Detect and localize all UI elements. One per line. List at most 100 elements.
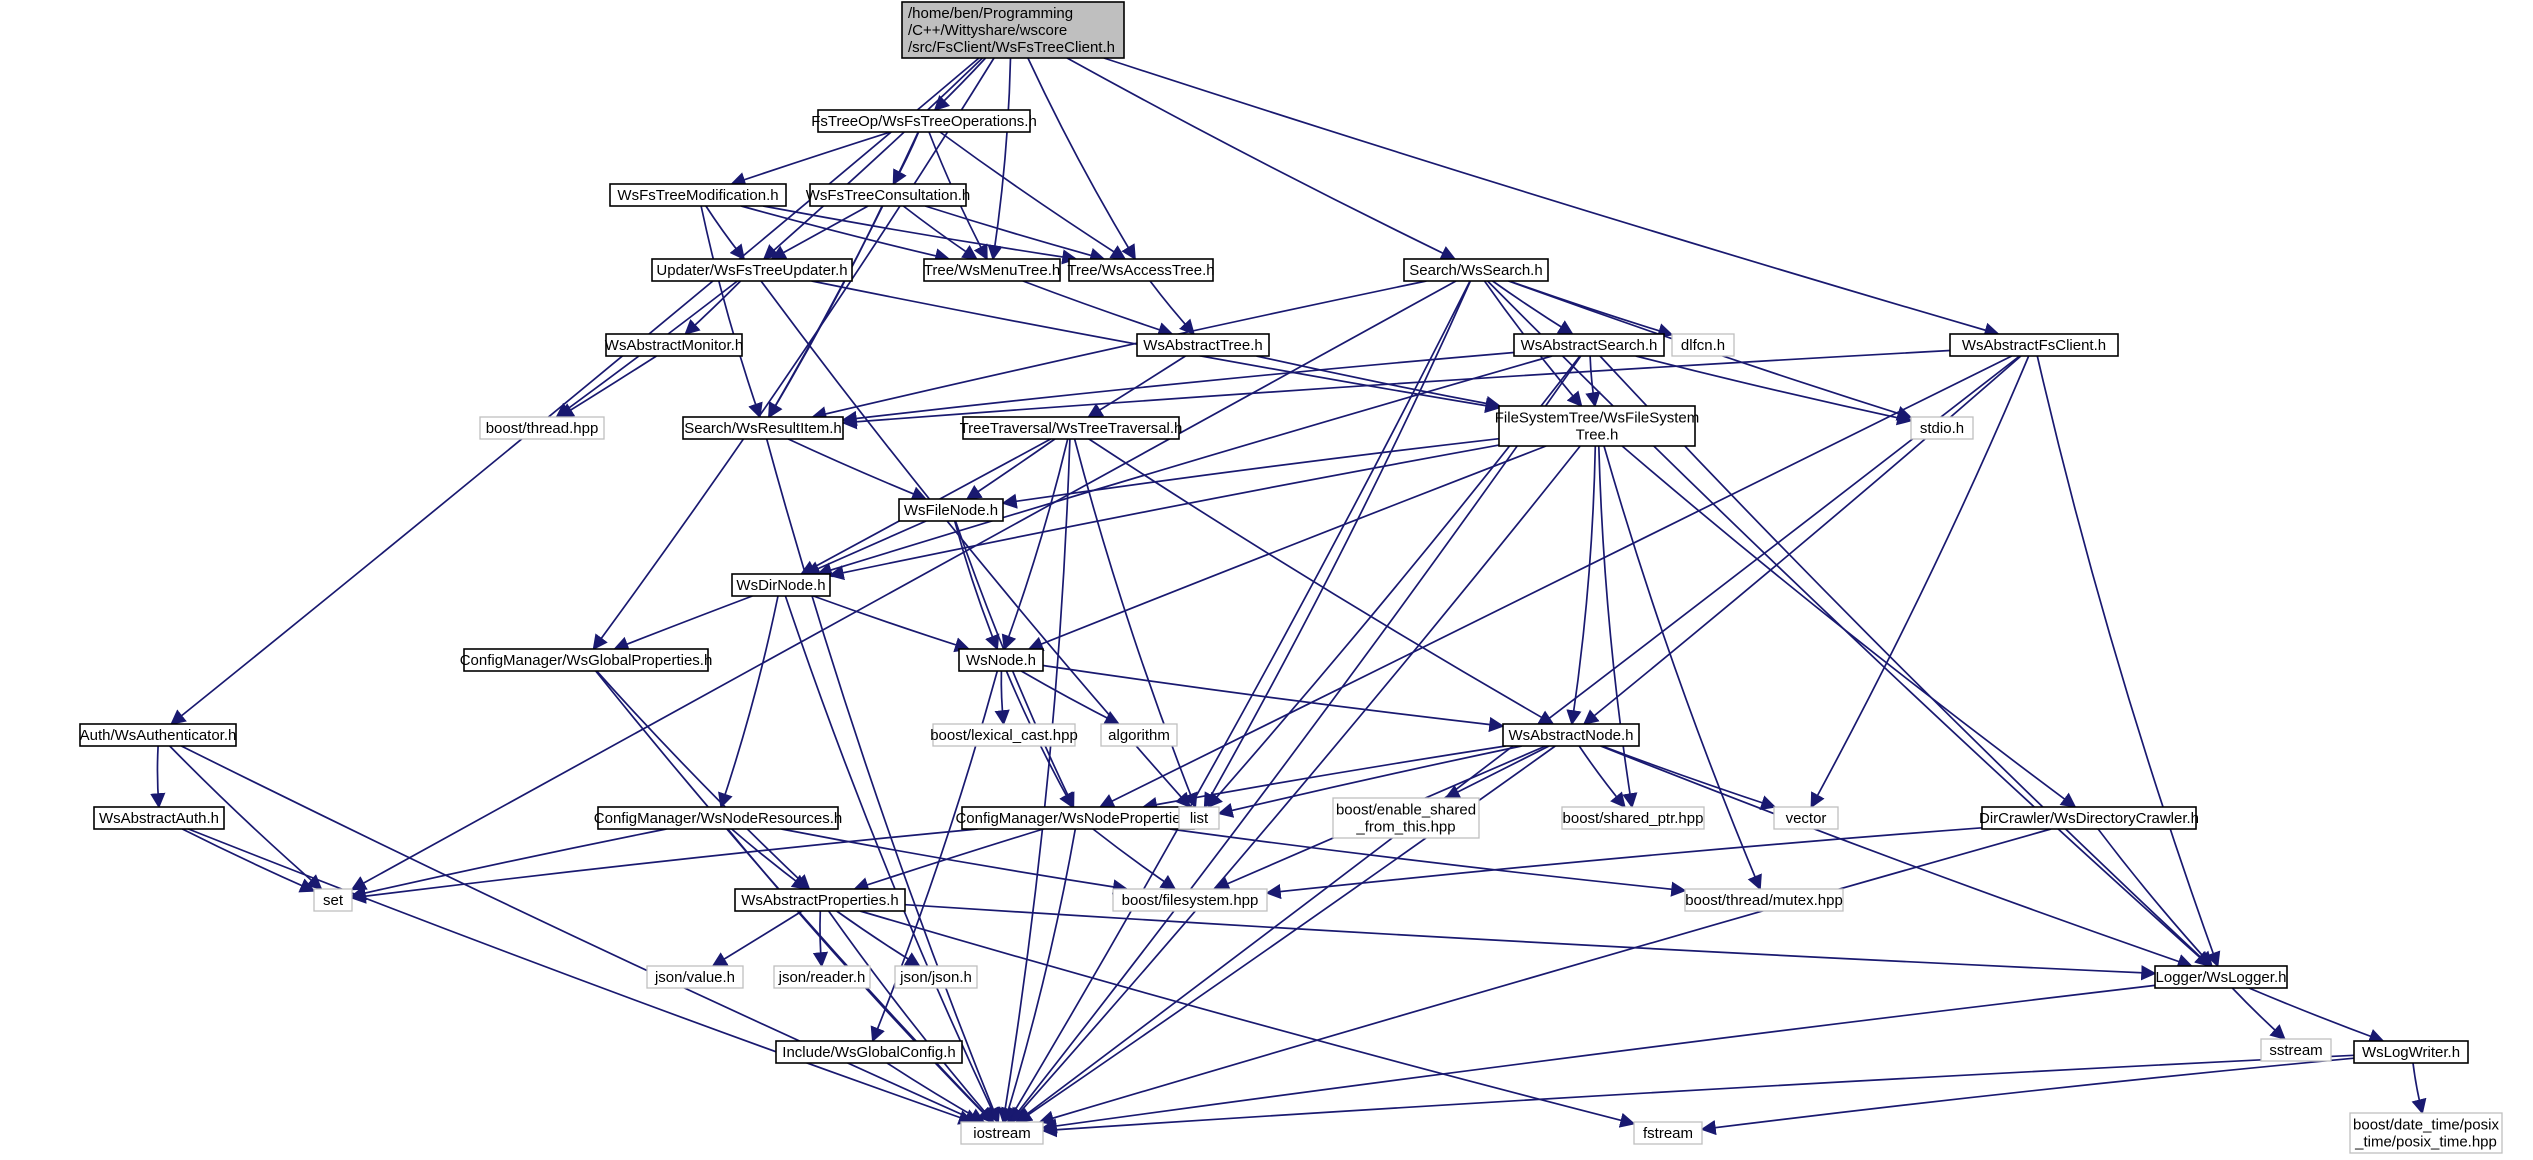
node-label-wsnode-0: WsNode.h <box>966 652 1036 669</box>
node-vector[interactable]: vector <box>1773 806 1839 830</box>
node-logwriter[interactable]: WsLogWriter.h <box>2353 1040 2469 1064</box>
node-sharedptr[interactable]: boost/shared_ptr.hpp <box>1561 806 1705 830</box>
node-jsonvalue[interactable]: json/value.h <box>646 965 744 989</box>
edge-absauth-to-iostream <box>188 828 975 1125</box>
node-sstream[interactable]: sstream <box>2260 1038 2332 1062</box>
node-list[interactable]: list <box>1178 806 1220 830</box>
edge-treecons-to-resultitem <box>768 205 883 419</box>
node-noderesources[interactable]: ConfigManager/WsNodeResources.h <box>594 806 842 830</box>
edge-absprops-to-fstream <box>859 910 1636 1128</box>
edge-fstreeop-to-accesstree <box>939 131 1127 260</box>
node-jsonjson[interactable]: json/json.h <box>894 965 978 989</box>
node-box-fstreeop <box>817 109 1031 133</box>
node-wsnode[interactable]: WsNode.h <box>958 648 1044 672</box>
node-posixtime[interactable]: boost/date_time/posix_time/posix_time.hp… <box>2349 1112 2503 1154</box>
node-algorithm[interactable]: algorithm <box>1100 723 1178 747</box>
node-authenticator[interactable]: Auth/WsAuthenticator.h <box>79 723 237 747</box>
edge-root-to-accesstree <box>1027 57 1136 261</box>
edge-globalprops-to-absprops <box>596 670 811 891</box>
node-fstream[interactable]: fstream <box>1633 1121 1703 1145</box>
node-label-dirnode-0: WsDirNode.h <box>736 577 825 594</box>
node-box-list <box>1178 806 1220 830</box>
node-label-menutree-0: Tree/WsMenuTree.h <box>924 262 1060 279</box>
node-updater[interactable]: Updater/WsFsTreeUpdater.h <box>651 258 853 282</box>
node-treemod[interactable]: WsFsTreeModification.h <box>609 183 787 207</box>
edge-treetraversal-to-absnode <box>1088 438 1555 725</box>
edge-logger-to-logwriter <box>2248 987 2385 1044</box>
edge-fstree-to-wsnode <box>1027 445 1547 652</box>
node-stdio[interactable]: stdio.h <box>1910 416 1974 440</box>
edge-abssearch-to-resultitem <box>841 351 1515 427</box>
node-box-mutex <box>1684 888 1844 912</box>
node-filenode[interactable]: WsFileNode.h <box>898 498 1004 522</box>
edge-dirnode-to-iostream <box>784 595 999 1124</box>
edge-globalconfig-to-iostream <box>886 1062 986 1123</box>
node-treecons[interactable]: WsFsTreeConsultation.h <box>806 183 971 207</box>
node-nodeprops[interactable]: ConfigManager/WsNodeProperties.h <box>955 806 1201 830</box>
edge-nodeprops-to-set <box>350 828 979 904</box>
node-box-menutree <box>923 258 1061 282</box>
node-menutree[interactable]: Tree/WsMenuTree.h <box>923 258 1061 282</box>
node-absnode[interactable]: WsAbstractNode.h <box>1502 723 1640 747</box>
node-jsonreader[interactable]: json/reader.h <box>773 965 871 989</box>
node-lexicalcast[interactable]: boost/lexical_cast.hpp <box>930 723 1078 747</box>
edge-dircrawler-to-boostfs <box>1265 826 1983 900</box>
node-root[interactable]: /home/ben/Programming/C++/Wittyshare/wsc… <box>901 1 1125 59</box>
edge-absnode-to-nodeprops <box>1141 745 1506 813</box>
node-dircrawler[interactable]: DirCrawler/WsDirectoryCrawler.h <box>1979 806 2199 830</box>
node-set[interactable]: set <box>313 888 353 912</box>
edge-absprops-to-jsonreader <box>812 910 829 968</box>
node-abssearch[interactable]: WsAbstractSearch.h <box>1513 333 1665 357</box>
node-label-lexicalcast-0: boost/lexical_cast.hpp <box>930 727 1078 744</box>
node-label-absnode-0: WsAbstractNode.h <box>1508 727 1633 744</box>
node-dirnode[interactable]: WsDirNode.h <box>731 573 831 597</box>
node-globalprops[interactable]: ConfigManager/WsGlobalProperties.h <box>460 648 713 672</box>
node-accesstree[interactable]: Tree/WsAccessTree.h <box>1067 258 1215 282</box>
node-abstree[interactable]: WsAbstractTree.h <box>1136 333 1270 357</box>
node-box-accesstree <box>1068 258 1214 282</box>
node-label-enableshared-0: boost/enable_shared <box>1336 802 1476 819</box>
node-box-logger <box>2154 965 2288 989</box>
edge-absfsclient-to-nodeprops <box>1098 355 2013 808</box>
edge-abstree-to-fstree <box>1256 355 1502 411</box>
edge-root-to-search <box>1066 57 1457 260</box>
node-label-root-1: /C++/Wittyshare/wscore <box>908 22 1067 39</box>
node-iostream[interactable]: iostream <box>960 1121 1044 1145</box>
edge-noderesources-to-boostfs <box>781 828 1129 895</box>
edge-dirnode-to-wsnode <box>813 595 971 653</box>
nodes-layer: /home/ben/Programming/C++/Wittyshare/wsc… <box>79 1 2503 1154</box>
node-absauth[interactable]: WsAbstractAuth.h <box>93 806 225 830</box>
edge-abssearch-to-fstree <box>1585 355 1601 408</box>
node-box-absauth <box>93 806 225 830</box>
node-absprops[interactable]: WsAbstractProperties.h <box>734 888 906 912</box>
node-globalconfig[interactable]: Include/WsGlobalConfig.h <box>775 1040 963 1064</box>
node-label-sharedptr-0: boost/shared_ptr.hpp <box>1563 810 1704 827</box>
node-absfsclient[interactable]: WsAbstractFsClient.h <box>1949 333 2119 357</box>
node-label-nodeprops-0: ConfigManager/WsNodeProperties.h <box>955 810 1200 827</box>
edge-treecons-to-updater <box>770 205 869 260</box>
edge-treecons-to-accesstree <box>924 205 1106 263</box>
node-label-fstreeop-0: FsTreeOp/WsFsTreeOperations.h <box>811 113 1037 130</box>
node-label-globalprops-0: ConfigManager/WsGlobalProperties.h <box>460 652 713 669</box>
node-resultitem[interactable]: Search/WsResultItem.h <box>682 416 844 440</box>
node-search[interactable]: Search/WsSearch.h <box>1403 258 1549 282</box>
edge-authenticator-to-iostream <box>180 745 981 1124</box>
edge-absprops-to-jsonjson <box>836 910 921 967</box>
node-label-list-0: list <box>1190 810 1209 827</box>
node-treetraversal[interactable]: TreeTraversal/WsTreeTraversal.h <box>960 416 1183 440</box>
edge-noderesources-to-set <box>350 828 667 901</box>
node-dlfcn[interactable]: dlfcn.h <box>1671 333 1735 357</box>
node-enableshared[interactable]: boost/enable_shared_from_this.hpp <box>1332 797 1480 839</box>
node-logger[interactable]: Logger/WsLogger.h <box>2154 965 2288 989</box>
node-mutex[interactable]: boost/thread/mutex.hpp <box>1684 888 1844 912</box>
edge-noderesources-to-absprops <box>731 828 808 890</box>
edge-search-to-list <box>1203 280 1472 809</box>
node-fstreeop[interactable]: FsTreeOp/WsFsTreeOperations.h <box>811 109 1037 133</box>
node-boostfs[interactable]: boost/filesystem.hpp <box>1112 888 1268 912</box>
node-boostthread[interactable]: boost/thread.hpp <box>479 416 605 440</box>
node-box-set <box>313 888 353 912</box>
node-label-abstree-0: WsAbstractTree.h <box>1143 337 1262 354</box>
node-absmonitor[interactable]: WsAbstractMonitor.h <box>605 333 743 357</box>
